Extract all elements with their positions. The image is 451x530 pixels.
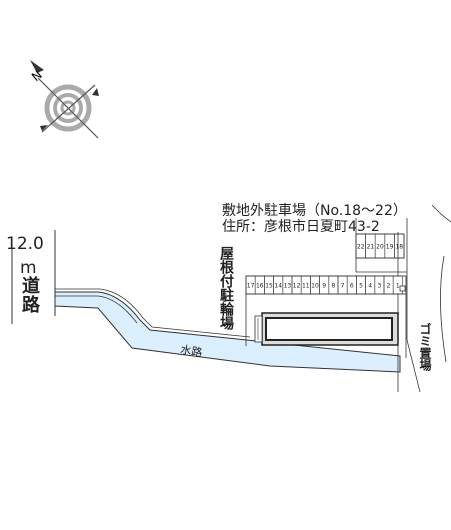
adjacent-road-edge-2 (440, 255, 447, 363)
onsite-slot-number: 8 (331, 283, 335, 290)
garbage-box-icon (399, 285, 406, 292)
garbage-area-label: ゴミ置場 (418, 323, 432, 371)
bicycle-shelter-label: 屋根付駐輪場 (218, 246, 234, 330)
building-inner (265, 317, 393, 341)
onsite-slot-number: 4 (368, 283, 372, 290)
onsite-slot-number: 6 (350, 283, 354, 290)
road-unit-label: m (20, 258, 37, 278)
compass-icon: N (29, 60, 99, 139)
waterway (54, 291, 401, 373)
onsite-slot-number: 9 (322, 283, 326, 290)
onsite-slot-number: 3 (377, 283, 381, 290)
bicycle-shelter (254, 315, 263, 343)
onsite-slot-number: 15 (265, 283, 273, 290)
onsite-slot-number: 11 (302, 283, 310, 290)
onsite-slot-number: 5 (359, 283, 363, 290)
onsite-slot-number: 2 (387, 283, 391, 290)
road-width-label: 12.0 (6, 234, 44, 254)
road-name-label: 道路 (19, 276, 40, 314)
offsite-slot-number: 21 (367, 244, 375, 251)
onsite-slot-number: 7 (341, 283, 345, 290)
offsite-slot-number: 22 (357, 244, 365, 251)
offsite-slot (394, 233, 405, 259)
offsite-parking-title: 敷地外駐車場（No.18～22） (222, 203, 407, 219)
offsite-parking-address: 住所：彦根市日夏町43-2 (222, 219, 380, 235)
onsite-slot-number: 10 (311, 283, 319, 290)
offsite-slot-number: 18 (395, 244, 403, 251)
onsite-slot-number: 12 (293, 283, 301, 290)
onsite-slot (392, 275, 403, 295)
onsite-slot-number: 14 (274, 283, 282, 290)
onsite-slot-number: 17 (247, 283, 255, 290)
onsite-slot-number: 13 (284, 283, 292, 290)
adjacent-road-edge (431, 204, 451, 223)
offsite-slot-number: 20 (376, 244, 384, 251)
onsite-slot-number: 16 (256, 283, 264, 290)
offsite-slot-number: 19 (386, 244, 394, 251)
onsite-slot-number: 1 (396, 283, 400, 290)
